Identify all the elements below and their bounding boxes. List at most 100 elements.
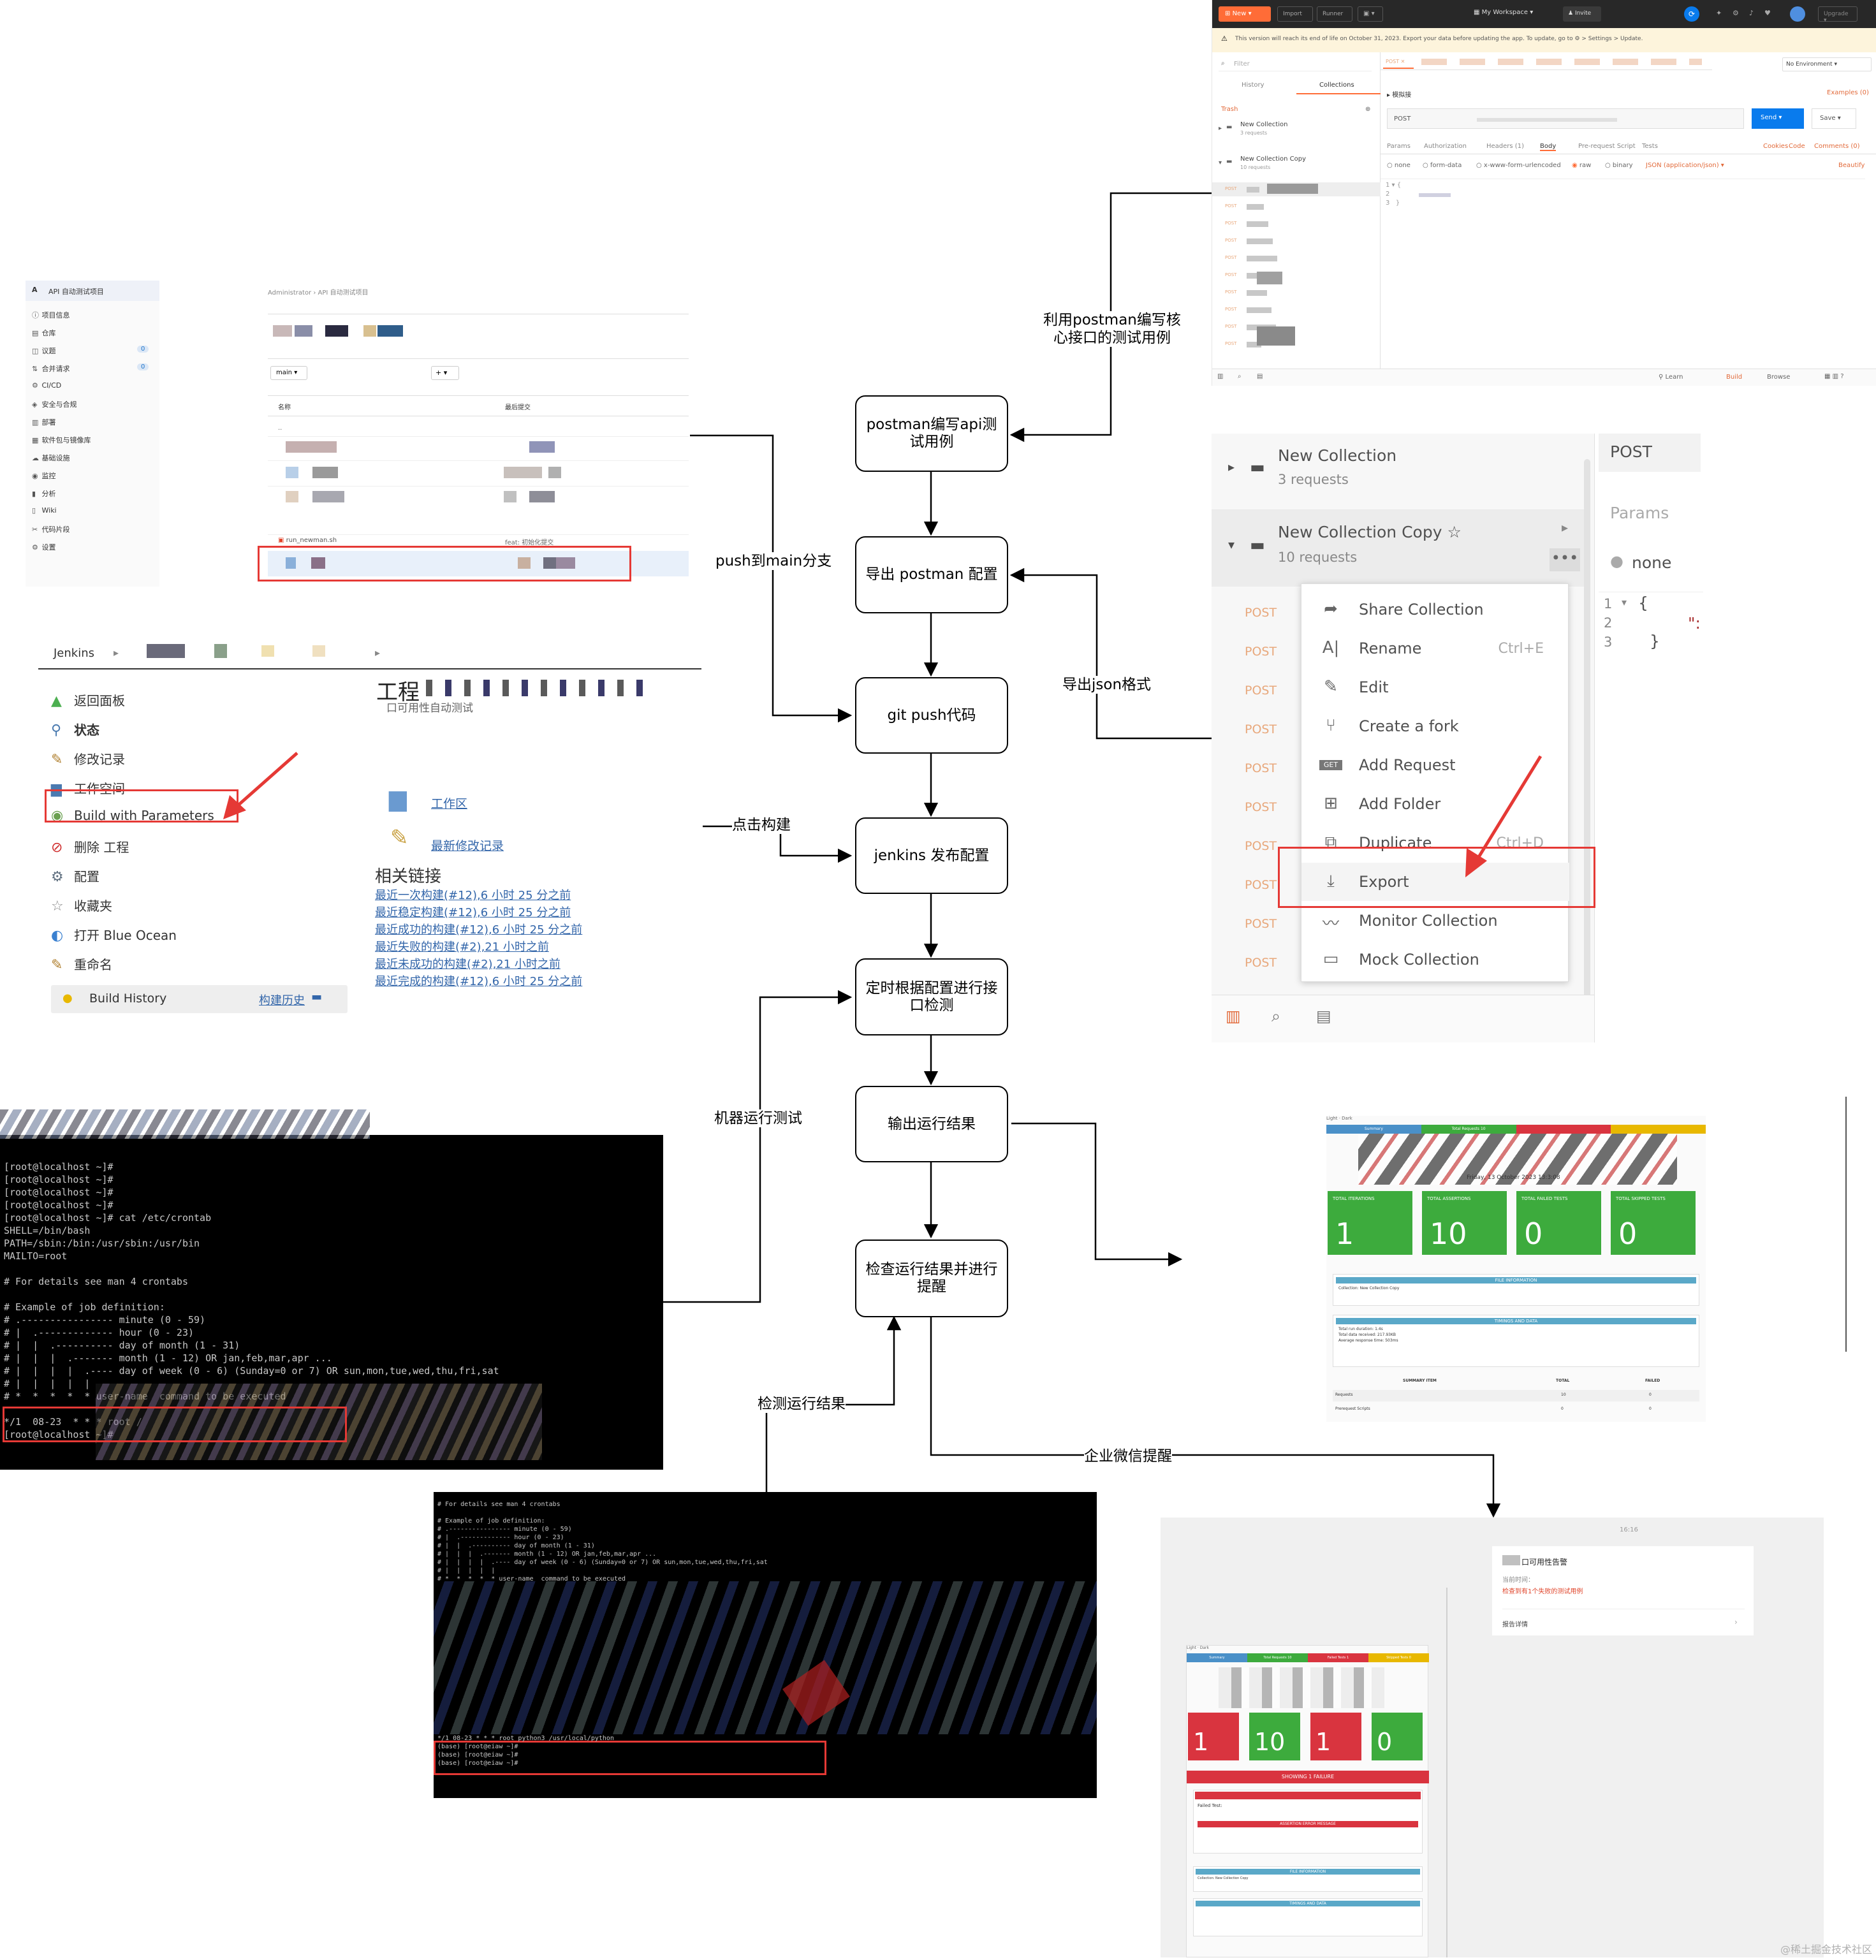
build-history-bar[interactable]: ● Build History 构建历史 ▬ [51, 985, 348, 1013]
request-tab-active[interactable]: POST ✕ [1383, 56, 1414, 69]
sidebar-item-security[interactable]: ◈ 安全与合规 [32, 399, 77, 409]
zoom-collection-2-row[interactable] [1212, 510, 1588, 587]
request-method[interactable]: POST [1245, 722, 1277, 736]
menu-item-create-a-fork[interactable]: ⑂Create a fork [1301, 707, 1569, 745]
request-method[interactable]: POST [1245, 917, 1277, 931]
request-item[interactable]: POST [1212, 184, 1381, 196]
changes-link[interactable]: 最新修改记录 [431, 839, 504, 853]
beautify-link[interactable]: Beautify [1838, 162, 1865, 169]
file-run-newman[interactable]: ▣ run_newman.sh [278, 537, 337, 544]
file-row-blurred[interactable] [286, 491, 298, 502]
find-icon[interactable]: ⌕ [1238, 373, 1242, 380]
jenkins-menu-item[interactable]: ⊘删除 工程 [51, 837, 129, 856]
build-link[interactable]: Build [1726, 374, 1743, 381]
sidebar-toggle-icon[interactable]: ▥ [1217, 373, 1224, 380]
caret-down-icon[interactable]: ▾ [1219, 159, 1222, 166]
jenkins-menu-item[interactable]: ⚙配置 [51, 867, 99, 885]
build-history-link[interactable]: 构建历史 [259, 994, 305, 1007]
build-permalink[interactable]: 最近稳定构建(#12),6 小时 25 分之前 [375, 906, 571, 919]
radio-urlencoded[interactable]: ○ x-www-form-urlencoded [1476, 162, 1561, 169]
content-type-select[interactable]: JSON (application/json) ▾ [1646, 162, 1724, 169]
tab-prerequest[interactable]: Pre-request Script [1578, 143, 1636, 150]
comments-link[interactable]: Comments (0) [1814, 143, 1860, 150]
radio-form-data[interactable]: ○ form-data [1423, 162, 1462, 169]
zoom-method[interactable]: POST [1610, 442, 1652, 461]
sync-icon[interactable]: ⟳ [1684, 6, 1699, 22]
radio-raw[interactable]: ◉ raw [1572, 162, 1592, 169]
sidebar-item-deploy[interactable]: ▥ 部署 [32, 417, 56, 427]
request-method[interactable]: POST [1245, 684, 1277, 698]
send-button[interactable]: Send ▾ [1752, 108, 1804, 129]
jenkins-menu-item[interactable]: ☆收藏夹 [51, 896, 112, 914]
more-options-icon[interactable]: ••• [1550, 548, 1580, 571]
build-permalink[interactable]: 最近失败的构建(#2),21 小时之前 [375, 940, 549, 954]
filter-input[interactable]: ⌕Filter [1219, 57, 1372, 71]
console-icon[interactable]: ▤ [1257, 373, 1263, 380]
trend-icon[interactable]: ▬ [311, 990, 323, 1004]
request-method[interactable]: POST [1245, 606, 1277, 620]
trash-link[interactable]: Trash [1221, 106, 1238, 113]
sidebar-item-repo[interactable]: ▤ 仓库 [32, 328, 56, 338]
commit-message[interactable]: feat: 初始化提交 [505, 539, 554, 546]
build-permalink[interactable]: 最近完成的构建(#12),6 小时 25 分之前 [375, 975, 583, 988]
method-select[interactable]: POST [1394, 115, 1411, 122]
tab-summary[interactable]: Summary [1187, 1653, 1247, 1662]
avatar[interactable] [1790, 6, 1805, 22]
request-method[interactable]: POST [1245, 800, 1277, 814]
tab-body[interactable]: Body [1540, 143, 1557, 151]
runner-button[interactable]: Runner [1317, 6, 1352, 22]
collection-2-name[interactable]: New Collection Copy [1240, 156, 1306, 163]
tab-collections[interactable]: Collections [1319, 82, 1354, 89]
zoom-body-editor[interactable]: 1 ▾ { 2 ": 3 } [1599, 592, 1703, 949]
theme-toggle[interactable]: Light · Dark [1187, 1646, 1209, 1650]
save-button[interactable]: Save ▾ [1812, 108, 1856, 129]
caret-right-icon[interactable]: ▸ [1228, 459, 1235, 474]
tab-summary[interactable]: Summary [1326, 1125, 1421, 1134]
tab-skipped[interactable] [1611, 1125, 1706, 1134]
tab-skipped[interactable]: Skipped Tests 0 [1368, 1653, 1429, 1662]
sidebar-item-cicd[interactable]: ⚙ CI/CD [32, 381, 61, 390]
radio-none[interactable]: ○ none [1387, 162, 1411, 169]
cookies-link[interactable]: Cookies [1763, 143, 1789, 150]
examples-link[interactable]: Examples (0) [1827, 89, 1869, 96]
request-item[interactable]: POST [1212, 218, 1381, 231]
tab-failed[interactable]: Failed Tests 1 [1308, 1653, 1368, 1662]
jenkins-menu-item[interactable]: ⚲状态 [51, 720, 99, 738]
menu-item-monitor-collection[interactable]: 〰Monitor Collection [1301, 902, 1569, 940]
settings-icon[interactable]: ⚙ [1733, 9, 1739, 17]
request-item[interactable]: POST [1212, 252, 1381, 265]
request-method[interactable]: POST [1245, 839, 1277, 853]
sidebar-item-info[interactable]: ⓘ 项目信息 [32, 310, 70, 320]
window-menu-button[interactable]: ▣ ▾ [1358, 6, 1383, 22]
branch-select[interactable]: main ▾ [270, 366, 307, 380]
console-icon[interactable]: ▤ [1316, 1007, 1331, 1025]
workspace-link[interactable]: 工作区 [431, 797, 468, 811]
new-collection-icon[interactable]: ⊕ [1365, 106, 1371, 113]
sidebar-scrollbar[interactable] [1584, 459, 1590, 1007]
sidebar-item-monitor[interactable]: ◉ 监控 [32, 471, 56, 481]
layout-icon[interactable]: ▦ ▥ ? [1824, 373, 1844, 380]
parent-dir[interactable]: .. [278, 425, 282, 432]
learn-link[interactable]: ⚲ Learn [1659, 374, 1683, 381]
bell-icon[interactable]: ♪ [1749, 9, 1754, 17]
request-method[interactable]: POST [1245, 956, 1277, 970]
request-item[interactable]: POST [1212, 339, 1381, 351]
radio-binary[interactable]: ○ binary [1605, 162, 1633, 169]
build-permalink[interactable]: 最近未成功的构建(#2),21 小时之前 [375, 958, 561, 971]
request-item[interactable]: POST [1212, 321, 1381, 334]
menu-item-edit[interactable]: ✎Edit [1301, 668, 1569, 706]
star-icon[interactable]: ☆ [1447, 523, 1462, 541]
sidebar-item-infra[interactable]: ☁ 基础设施 [32, 453, 70, 463]
request-method[interactable]: POST [1245, 761, 1277, 775]
request-method[interactable]: POST [1245, 645, 1277, 659]
sidebar-toggle-icon[interactable]: ▥ [1226, 1007, 1241, 1025]
caret-down-icon[interactable]: ▾ [1228, 537, 1235, 552]
sidebar-item-wiki[interactable]: ▯ Wiki [32, 506, 57, 515]
highlighted-row[interactable] [268, 551, 689, 576]
sidebar-item-analytics[interactable]: ▮ 分析 [32, 488, 56, 499]
request-item[interactable]: POST [1212, 287, 1381, 300]
invite-button[interactable]: ♟ Invite [1563, 6, 1601, 22]
sidebar-item-snippets[interactable]: ✂ 代码片段 [32, 524, 70, 534]
sidebar-item-settings[interactable]: ⚙ 设置 [32, 542, 56, 552]
